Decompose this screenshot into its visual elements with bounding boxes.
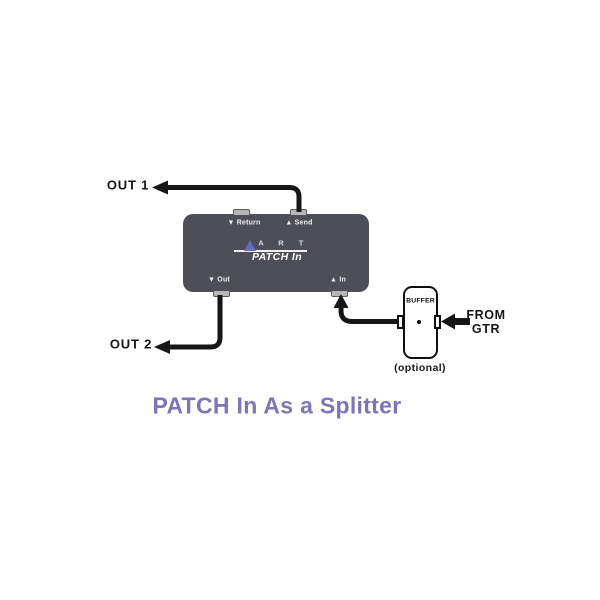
send-port-label: ▲ Send [285, 219, 313, 227]
return-jack [233, 209, 250, 215]
buffer-pedal: BUFFER [403, 286, 438, 359]
out1-label: OUT 1 [106, 177, 150, 193]
in-jack [331, 291, 348, 297]
art-logo-triangle-icon [244, 240, 256, 251]
art-logo-letter-a: A [258, 238, 264, 248]
diagram-title: PATCH In As a Splitter [152, 392, 402, 419]
out-jack [213, 291, 230, 297]
patch-in-device: ▼ Return ▲ Send ▼ Out ▲ In A R T PATCH I… [183, 209, 369, 297]
return-port-label: ▼ Return [227, 219, 261, 227]
device-model-label: PATCH In [251, 251, 303, 263]
buffer-optional-note: (optional) [394, 362, 446, 374]
cable-buffer-to-in [338, 306, 398, 324]
buffer-input-jack [397, 315, 404, 329]
art-logo-letter-r: R [278, 238, 284, 248]
cable-out-to-out2 [166, 295, 223, 350]
from-gtr-line1: FROM [466, 308, 506, 322]
out1-arrowhead-icon [152, 180, 168, 195]
from-gtr-arrowhead-icon [441, 313, 455, 330]
art-logo-letter-t: T [298, 238, 304, 248]
buffer-pedal-label: BUFFER [406, 297, 435, 305]
in-port-label: ▲ In [330, 276, 346, 284]
out-port-label: ▼ Out [208, 276, 230, 284]
from-gtr-line2: GTR [471, 322, 501, 336]
buffer-output-jack [434, 315, 441, 329]
send-jack [290, 209, 307, 215]
out2-arrowhead-icon [154, 340, 170, 354]
buffer-knob-icon [416, 319, 421, 324]
art-logo-line [234, 250, 307, 252]
cable-send-to-out1 [164, 185, 302, 212]
out2-label: OUT 2 [109, 336, 153, 352]
from-gtr-label: FROM GTR [466, 308, 505, 336]
